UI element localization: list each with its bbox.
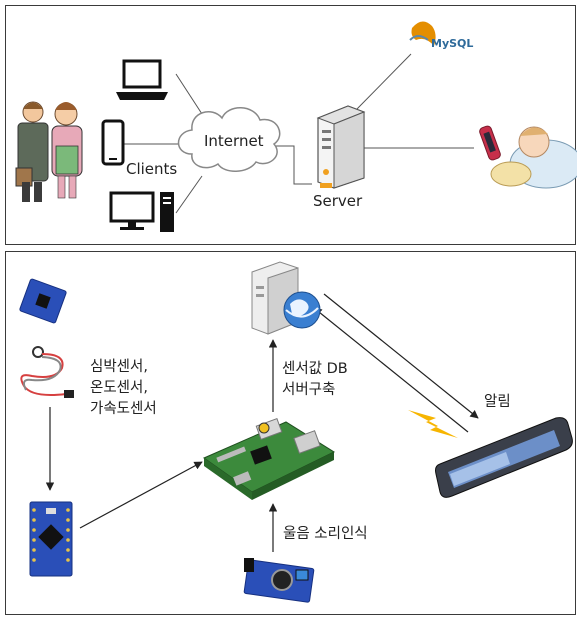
db-server-labels: 센서값 DB 서버구축 (282, 359, 348, 401)
link-desktop-internet (175, 175, 203, 214)
raspberry-pi-board-icon (202, 418, 336, 500)
arduino-pro-mini-icon (29, 501, 73, 577)
server-tower-icon (316, 105, 366, 189)
link-laptop-internet (175, 73, 203, 115)
network-diagram-svg (15, 21, 577, 232)
desktop-computer-icon (109, 191, 174, 232)
temperature-sensor-cable-icon (20, 346, 74, 398)
mysql-label: MySQL (431, 37, 474, 50)
sensor-type-labels: 심박센서, 온도센서, 가속도센서 (90, 357, 157, 420)
link-internet-server (274, 145, 312, 185)
sensor-label-temperature: 온도센서, (90, 380, 148, 396)
notification-lightning-icon (408, 410, 458, 438)
smartphone-icon (101, 119, 125, 166)
top-network-panel: Internet Clients Server MySQL (5, 5, 577, 245)
internet-label: Internet (204, 132, 264, 150)
sensor-label-heartrate: 심박센서, (90, 359, 148, 375)
arrow-phone-to-server (313, 307, 469, 433)
accelerometer-module-icon (19, 278, 67, 324)
arrow-server-to-phone (323, 293, 479, 419)
sleeping-baby-illustration (479, 125, 577, 189)
voice-recognition-label: 울음 소리인식 (283, 526, 368, 542)
parents-illustration (15, 101, 83, 202)
link-server-mysql (355, 53, 412, 111)
alarm-label: 알림 (484, 394, 511, 410)
db-label-line2: 서버구축 (282, 382, 336, 398)
mysql-logo-icon (409, 21, 436, 46)
sensor-label-accelerometer: 가속도센서 (90, 401, 157, 417)
smartphone-device-icon (435, 417, 573, 498)
clients-label: Clients (126, 160, 178, 178)
arrow-arduino-to-raspberrypi (79, 461, 203, 529)
db-label-line1: 센서값 DB (282, 361, 348, 377)
hardware-diagram-svg (19, 261, 573, 603)
laptop-icon (116, 59, 168, 100)
internet-cloud-icon (177, 107, 281, 172)
server-label: Server (313, 192, 363, 210)
sound-sensor-module-icon (243, 558, 315, 603)
bottom-hardware-panel: 심박센서, 온도센서, 가속도센서 센서값 DB 서버구축 알림 울음 소리인식 (5, 251, 576, 615)
web-server-globe-icon (251, 261, 321, 335)
